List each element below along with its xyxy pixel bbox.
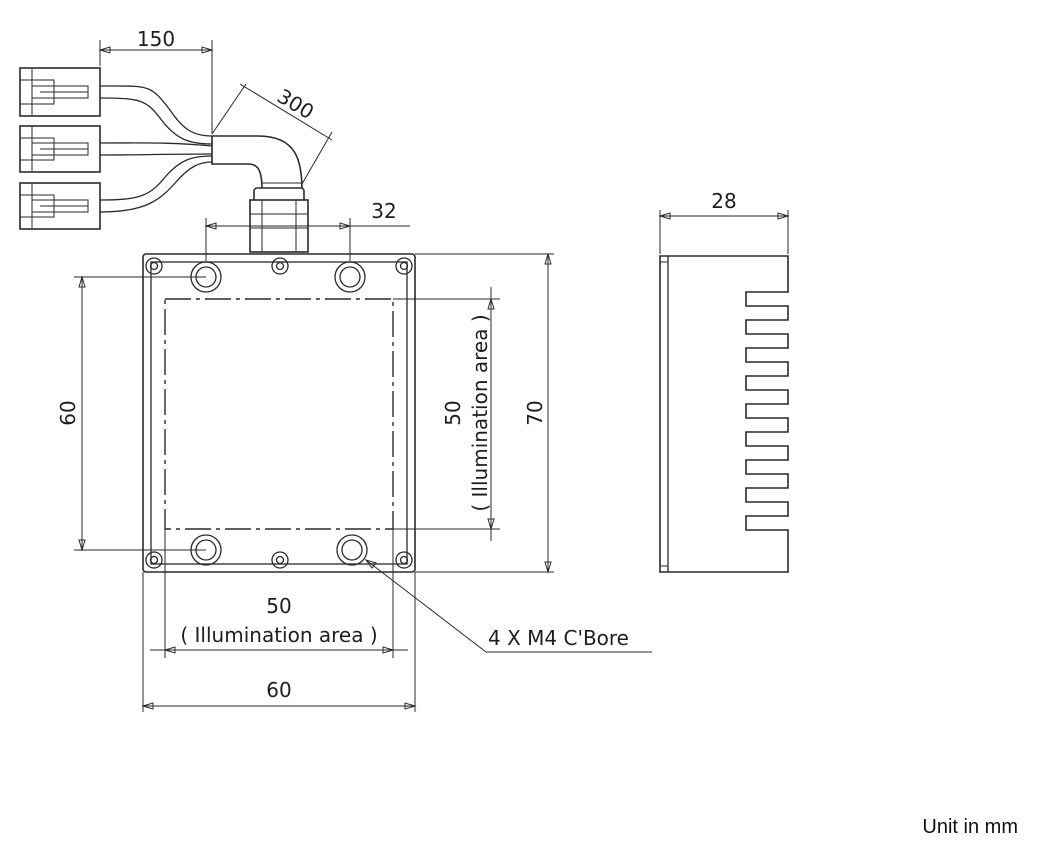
dimension-labels: 150 300 32 28 60 50 ( Illumination area … xyxy=(56,27,737,702)
dim-height-holes: 60 xyxy=(56,400,80,425)
unit-note: Unit in mm xyxy=(922,816,1018,838)
side-view xyxy=(659,255,789,573)
dim-depth: 28 xyxy=(711,189,736,213)
front-view xyxy=(142,253,416,573)
connector-plug-2 xyxy=(19,125,101,173)
dim-illum-width: 50 xyxy=(266,594,291,618)
dimension-lines xyxy=(74,40,790,712)
screws xyxy=(145,257,413,569)
dim-hole-spacing-top: 32 xyxy=(371,199,396,223)
light-housing-front xyxy=(142,253,416,573)
connector-plug-3 xyxy=(19,182,101,230)
dim-cable-short: 150 xyxy=(137,27,175,51)
cable-assembly xyxy=(19,67,309,253)
light-housing-side xyxy=(659,255,789,573)
wires xyxy=(99,85,213,213)
callout-cbore: 4 X M4 C'Bore xyxy=(488,626,629,650)
cable-gland xyxy=(249,187,309,253)
illumination-area-outline xyxy=(164,298,394,530)
dim-overall-height: 70 xyxy=(523,400,547,425)
dim-overall-width: 60 xyxy=(266,678,291,702)
dim-illum-height: 50 xyxy=(441,400,465,425)
dim-illum-height-label: ( Illumination area ) xyxy=(468,314,492,511)
dim-illum-width-label: ( Illumination area ) xyxy=(180,623,377,647)
connector-plug-1 xyxy=(19,67,101,117)
cbore-hole-bottom-right xyxy=(336,534,368,566)
cable-jacket xyxy=(211,135,303,191)
